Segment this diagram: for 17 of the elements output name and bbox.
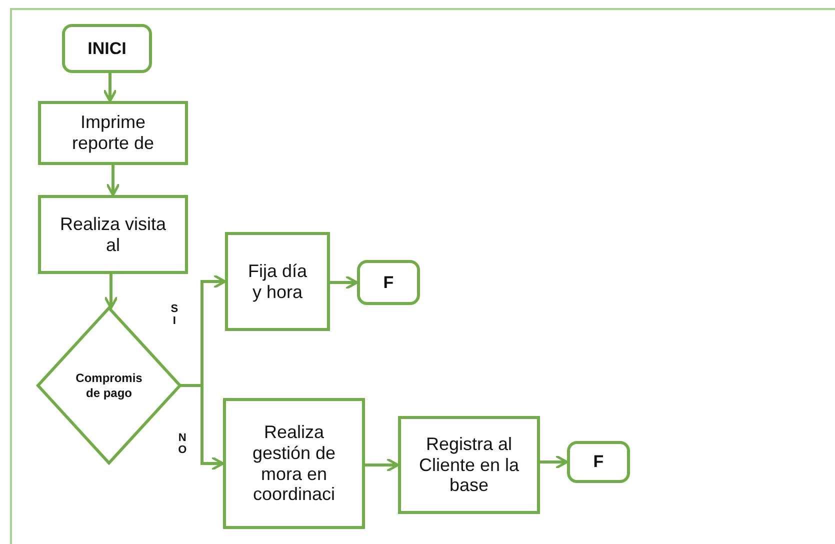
process-box: Realiza gestión de mora en coordinaci <box>223 398 365 529</box>
terminal-box: F <box>567 441 630 483</box>
decision-label: Compromis de pago <box>74 370 144 400</box>
edge-label: NO <box>178 432 187 456</box>
arrow <box>330 275 358 290</box>
arrow <box>540 454 568 470</box>
arrow <box>365 458 400 472</box>
arrow <box>102 73 118 102</box>
process-box: Imprime reporte de <box>38 101 188 165</box>
arrow <box>104 274 118 310</box>
process-box: Fija día y hora <box>225 232 330 331</box>
terminal-box: F <box>357 260 420 305</box>
process-box: Realiza visita al <box>38 195 188 274</box>
arrow <box>180 384 224 471</box>
process-box: Registra al Cliente en la base <box>398 416 540 514</box>
terminal-box: INICI <box>62 24 152 73</box>
arrow <box>106 165 120 196</box>
